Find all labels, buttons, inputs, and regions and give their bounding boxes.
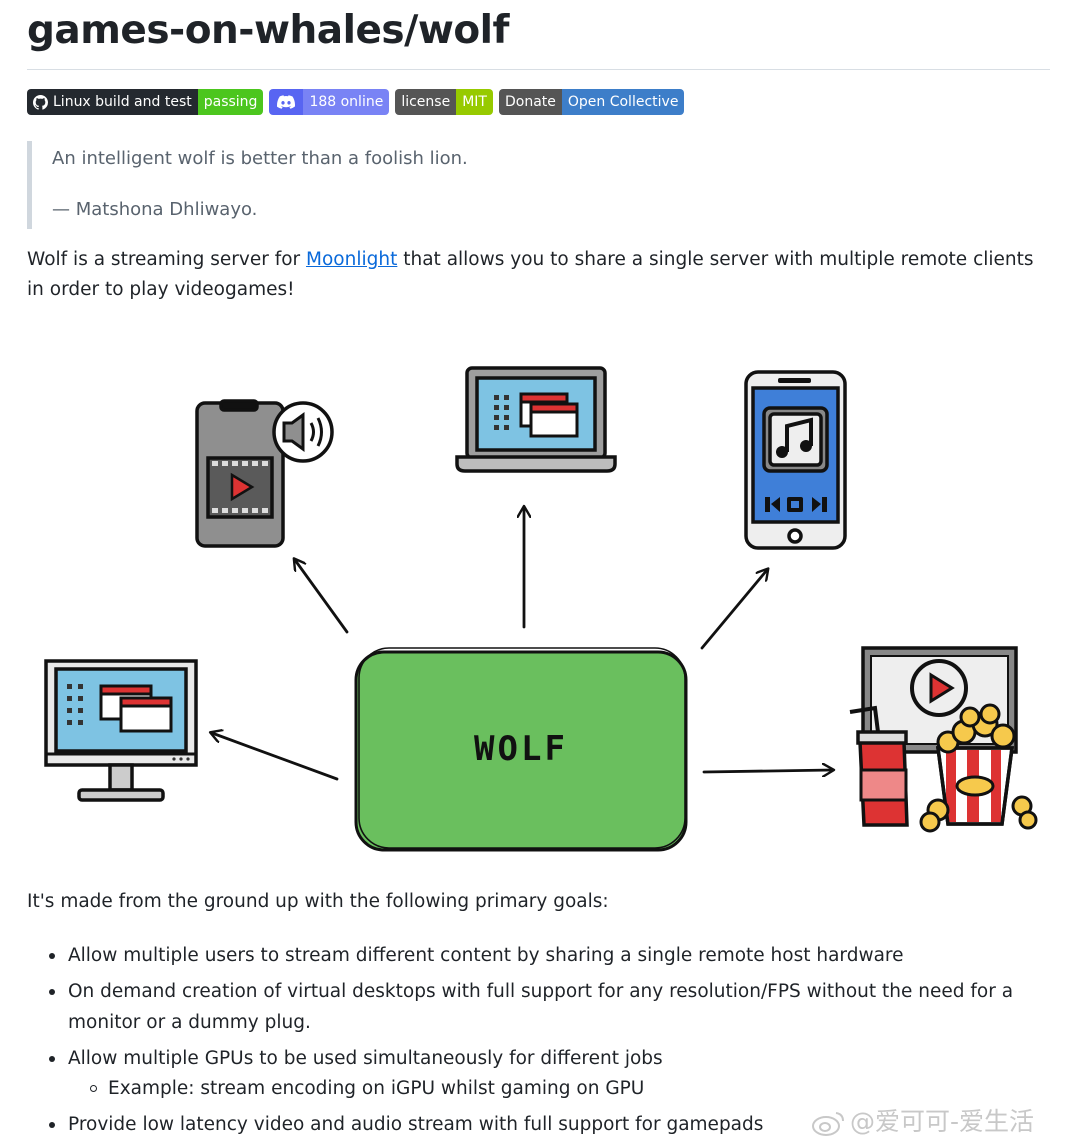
arrow-to-music-phone [700, 570, 767, 650]
desktop-monitor-icon [44, 659, 198, 802]
badge-label: Linux build and test [53, 94, 192, 110]
license-badge[interactable]: license MIT [395, 89, 493, 115]
badge-value: passing [197, 89, 264, 115]
arrows [212, 508, 832, 781]
moonlight-link[interactable]: Moonlight [306, 249, 398, 270]
discord-badge[interactable]: 188 online [269, 89, 390, 115]
badge-label: license [395, 89, 457, 115]
architecture-diagram: WOLF [44, 366, 1038, 852]
goals-list: Allow multiple users to stream different… [27, 940, 1037, 1145]
quote-text: An intelligent wolf is better than a foo… [52, 148, 468, 169]
list-item: Provide low latency video and audio stre… [27, 1109, 1037, 1140]
arrow-to-desktop [212, 733, 339, 781]
wolf-label: WOLF [474, 729, 568, 769]
page-title: games-on-whales/wolf [27, 8, 510, 53]
intro-paragraph: Wolf is a streaming server for Moonlight… [27, 249, 1034, 300]
title-divider [27, 69, 1050, 70]
donate-badge[interactable]: Donate Open Collective [498, 89, 685, 115]
arrow-to-tv [702, 770, 832, 772]
list-item: Allow multiple users to stream different… [27, 940, 1037, 971]
badge-value: 188 online [303, 89, 390, 115]
badge-row: Linux build and test passing 188 online … [27, 89, 685, 115]
phone-video-icon [195, 399, 334, 548]
list-item: On demand creation of virtual desktops w… [27, 976, 1037, 1038]
quote-block: An intelligent wolf is better than a foo… [27, 141, 1032, 229]
watermark-text: @爱可可-爱生活 [850, 1107, 1035, 1136]
list-item: Allow multiple GPUs to be used simultane… [27, 1043, 1037, 1074]
badge-value: Open Collective [561, 89, 685, 115]
laptop-icon [455, 366, 617, 473]
music-phone-icon [744, 370, 847, 550]
badge-value: MIT [456, 89, 493, 115]
github-icon [33, 94, 48, 110]
arrow-to-phone [295, 560, 349, 634]
discord-icon [277, 95, 296, 109]
list-item: Example: stream encoding on iGPU whilst … [27, 1073, 1037, 1104]
weibo-icon [812, 1112, 844, 1136]
tv-popcorn-icon [849, 646, 1038, 833]
watermark: @爱可可-爱生活 [812, 1102, 1034, 1138]
build-status-badge[interactable]: Linux build and test passing [27, 89, 264, 115]
quote-author: — Matshona Dhliwayo. [52, 199, 258, 220]
badge-label: Donate [498, 89, 562, 115]
goals-intro: It's made from the ground up with the fo… [27, 891, 609, 912]
wolf-box: WOLF [354, 647, 688, 852]
